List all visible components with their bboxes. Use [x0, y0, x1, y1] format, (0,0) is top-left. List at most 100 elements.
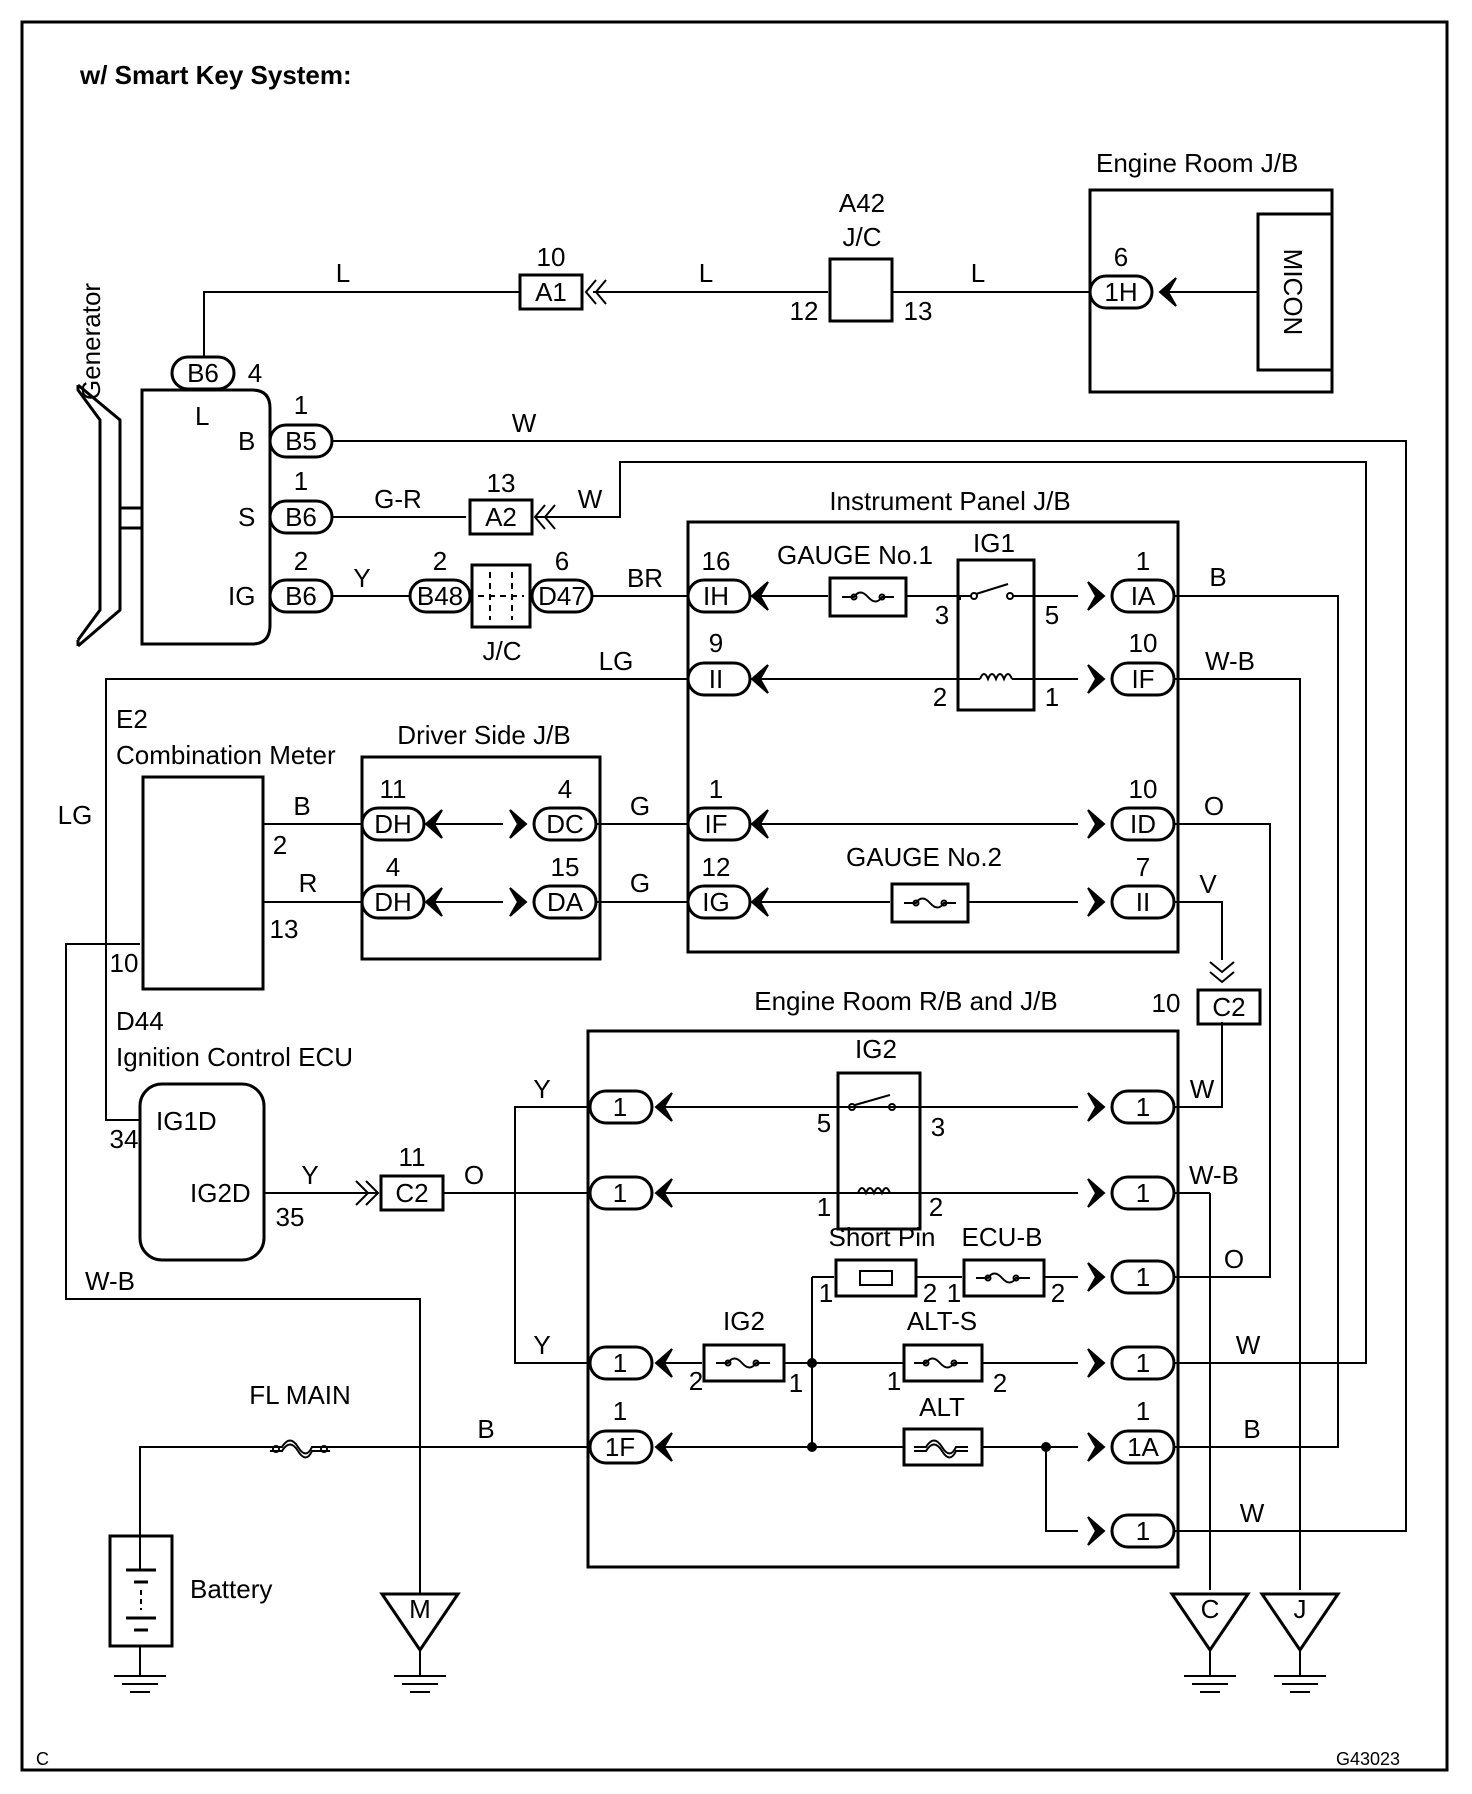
svg-text:1: 1	[1136, 1396, 1150, 1426]
corner-label-right: G43023	[1336, 1749, 1400, 1769]
micon-label: MICON	[1278, 249, 1308, 336]
svg-text:10: 10	[537, 242, 566, 272]
svg-text:11: 11	[380, 774, 407, 804]
svg-text:2: 2	[923, 1278, 937, 1308]
a42-name: J/C	[843, 222, 882, 252]
ignition-control-ecu-title: Ignition Control ECU	[116, 1042, 353, 1072]
svg-text:2: 2	[933, 682, 947, 712]
svg-text:II: II	[709, 664, 723, 694]
svg-text:Y: Y	[301, 1160, 318, 1190]
svg-text:DC: DC	[546, 809, 584, 839]
generator-body	[140, 388, 272, 646]
svg-text:B: B	[477, 1414, 494, 1444]
pill-connectors	[170, 274, 1176, 1549]
svg-text:4: 4	[386, 852, 400, 882]
gauge2-fuse-box	[890, 882, 970, 924]
svg-text:34: 34	[110, 1124, 139, 1154]
svg-text:W: W	[1190, 1074, 1215, 1104]
page-frame	[20, 20, 1449, 1772]
battery-label: Battery	[190, 1574, 272, 1604]
svg-text:O: O	[1204, 791, 1224, 821]
svg-text:B48: B48	[417, 581, 463, 611]
svg-text:LG: LG	[58, 800, 93, 830]
svg-text:1: 1	[1136, 1092, 1150, 1122]
instrument-panel-jb-title: Instrument Panel J/B	[829, 486, 1070, 516]
page-title: w/ Smart Key System:	[79, 60, 352, 90]
alt-label: ALT	[919, 1392, 965, 1422]
svg-text:IF: IF	[704, 809, 727, 839]
c2-mid-box	[379, 1174, 445, 1212]
ig1d-label: IG1D	[156, 1106, 217, 1136]
svg-text:BR: BR	[627, 563, 663, 593]
svg-text:D47: D47	[538, 581, 586, 611]
svg-text:16: 16	[702, 546, 731, 576]
gauge2-label: GAUGE No.2	[846, 842, 1002, 872]
micon-box	[1256, 212, 1334, 372]
svg-text:A2: A2	[485, 502, 517, 532]
ground-symbols	[114, 1592, 1341, 1693]
svg-text:1: 1	[1136, 1178, 1150, 1208]
svg-text:2: 2	[1051, 1278, 1065, 1308]
svg-text:1: 1	[294, 390, 308, 420]
svg-text:2: 2	[993, 1368, 1007, 1398]
pin-numbers: 3 5 2 1 2 13 10 34 35 5 3 1 2 1 2 1 2 2 …	[110, 600, 1066, 1398]
ig2-relay-box	[836, 1071, 922, 1231]
svg-text:R: R	[299, 868, 318, 898]
svg-text:1: 1	[1136, 546, 1150, 576]
svg-text:1: 1	[947, 1278, 961, 1308]
svg-text:2: 2	[433, 546, 447, 576]
svg-text:ID: ID	[1130, 809, 1156, 839]
ig2-fuse-label: IG2	[723, 1306, 765, 1336]
svg-text:O: O	[1224, 1244, 1244, 1274]
svg-text:1F: 1F	[605, 1432, 635, 1462]
svg-text:II: II	[1136, 887, 1150, 917]
svg-text:1: 1	[709, 774, 723, 804]
fl-main-label: FL MAIN	[249, 1380, 351, 1410]
svg-text:W: W	[1240, 1498, 1265, 1528]
svg-text:A1: A1	[535, 277, 567, 307]
ground-j-label: J	[1294, 1594, 1307, 1624]
wires	[65, 291, 1407, 1676]
svg-text:L: L	[336, 258, 350, 288]
svg-text:LG: LG	[599, 646, 634, 676]
gen-terminal-s: S	[238, 502, 255, 532]
svg-text:7: 7	[1136, 852, 1150, 882]
engine-room-rb-jb-title: Engine Room R/B and J/B	[754, 986, 1058, 1016]
svg-text:2: 2	[929, 1192, 943, 1222]
fuse-symbols	[270, 591, 1030, 1459]
svg-text:W: W	[1236, 1330, 1261, 1360]
ground-c-label: C	[1201, 1594, 1220, 1624]
short-pin-box	[834, 1258, 918, 1298]
svg-text:3: 3	[931, 1112, 945, 1142]
svg-text:C2: C2	[395, 1178, 428, 1208]
svg-text:Y: Y	[533, 1074, 550, 1104]
svg-text:1: 1	[817, 1192, 831, 1222]
svg-text:1: 1	[294, 466, 308, 496]
svg-text:IG: IG	[702, 887, 729, 917]
svg-text:B6: B6	[285, 581, 317, 611]
a42-code: A42	[839, 188, 885, 218]
svg-text:1: 1	[1136, 1516, 1150, 1546]
combination-meter-box	[141, 775, 265, 991]
svg-text:IH: IH	[703, 581, 729, 611]
wire-color-labels: L L L W G-R W Y BR LG LG B R G G B W-B O…	[58, 258, 1265, 1528]
svg-text:13: 13	[270, 914, 299, 944]
ig1-label: IG1	[973, 528, 1015, 558]
svg-text:6: 6	[555, 546, 569, 576]
svg-text:4: 4	[248, 358, 262, 388]
svg-text:B6: B6	[285, 502, 317, 532]
svg-text:2: 2	[689, 1366, 703, 1396]
gauge1-fuse-box	[828, 576, 908, 618]
svg-text:Y: Y	[353, 563, 370, 593]
svg-text:W-B: W-B	[1205, 646, 1255, 676]
svg-text:B6: B6	[187, 358, 219, 388]
a1-box	[518, 273, 584, 311]
svg-text:Y: Y	[533, 1330, 550, 1360]
d44-code: D44	[116, 1006, 164, 1036]
generator-pulley	[76, 383, 122, 648]
svg-text:IF: IF	[1131, 664, 1154, 694]
svg-text:1: 1	[1136, 1348, 1150, 1378]
svg-text:W-B: W-B	[1189, 1160, 1239, 1190]
a42-jc-box	[828, 257, 894, 323]
a2-box	[468, 498, 534, 536]
